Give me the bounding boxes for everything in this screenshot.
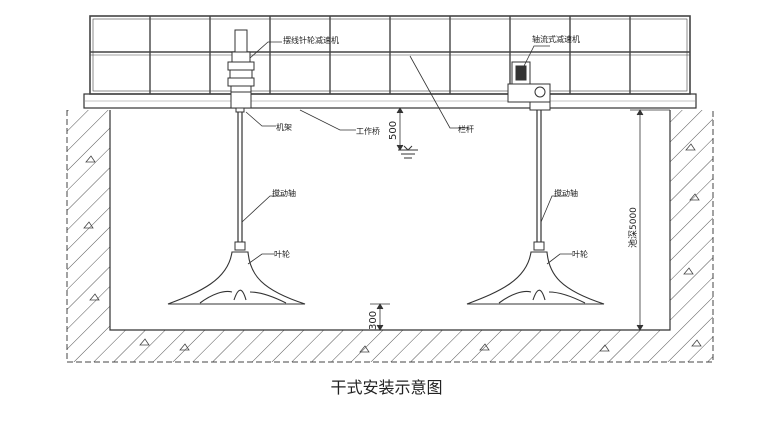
right-shaft <box>533 110 545 251</box>
left-shaft <box>234 107 246 251</box>
diagram-caption: 干式安装示意图 <box>330 378 443 397</box>
work-bridge-label: 工作桥 <box>356 126 380 136</box>
installation-diagram: 500 300 池深5000 摆线针轮减速机 轴流式减速机 机架 工作桥 栏杆 … <box>66 15 714 363</box>
dimension-500-label: 500 <box>388 121 399 140</box>
railing-label: 栏杆 <box>458 124 474 134</box>
right-impeller <box>466 251 605 305</box>
dimension-500 <box>396 107 404 151</box>
water-level-symbol <box>398 145 418 159</box>
dimension-300 <box>370 303 390 331</box>
reducer-right-label: 轴流式减速机 <box>532 34 580 44</box>
tank-walls <box>66 110 714 363</box>
leader-lines <box>241 41 572 265</box>
shaft-left-label: 搅动轴 <box>272 188 296 198</box>
left-reducer <box>227 29 255 109</box>
shaft-right-label: 搅动轴 <box>554 188 578 198</box>
impeller-right-label: 叶轮 <box>572 249 588 259</box>
left-impeller <box>167 251 306 305</box>
depth-label: 池深5000 <box>627 207 639 248</box>
reducer-left-label: 摆线针轮减速机 <box>283 35 339 45</box>
dimension-300-label: 300 <box>368 311 379 330</box>
dimension-depth <box>630 109 670 331</box>
right-reducer <box>507 61 551 111</box>
frame-label: 机架 <box>276 122 292 132</box>
impeller-left-label: 叶轮 <box>274 249 290 259</box>
railing <box>89 15 691 95</box>
work-bridge <box>83 93 697 109</box>
